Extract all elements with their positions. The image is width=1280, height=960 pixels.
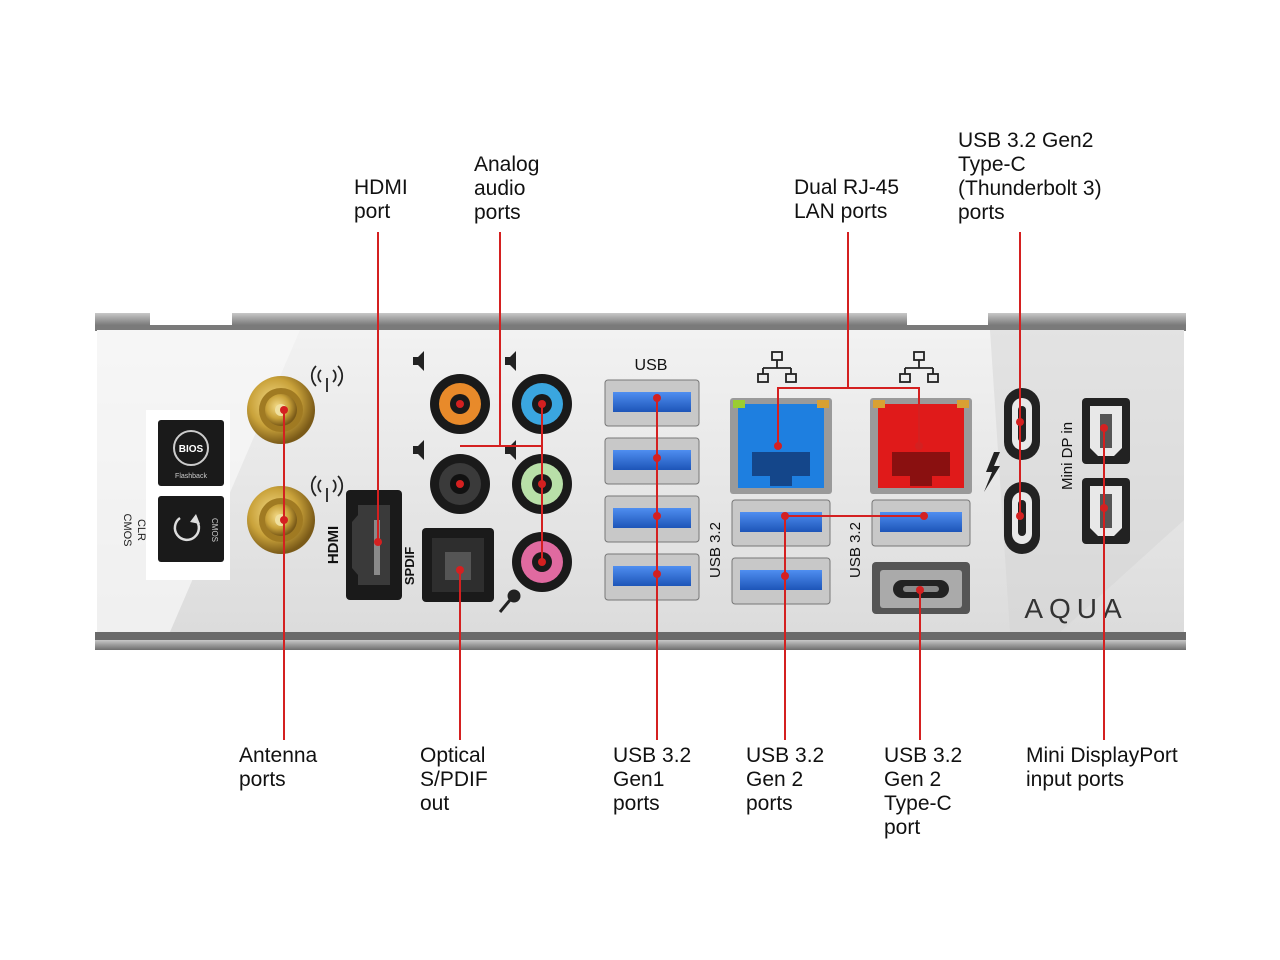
usb-top-label: USB: [635, 357, 668, 374]
usb-gen1-ports: [604, 379, 700, 601]
usb-gen1-port-2[interactable]: [604, 437, 700, 485]
usb-gen1-port-4[interactable]: [604, 553, 700, 601]
callout-analog-audio-ports: Analog audio ports: [474, 153, 540, 224]
optical-spdif-port[interactable]: [422, 528, 494, 602]
usb-gen2-port-1[interactable]: [731, 499, 831, 547]
callout-hdmi-port: HDMI port: [354, 176, 408, 223]
usb-gen2-port-3[interactable]: [871, 499, 971, 547]
shield-bottom-edge: [95, 632, 1186, 650]
shield-top-edge: [95, 313, 1186, 331]
flashback-label: Flashback: [175, 473, 207, 480]
callout-usb-gen1-ports: USB 3.2 Gen1 ports: [613, 744, 692, 815]
callout-dual-rj45-lan-ports: Dual RJ-45 LAN ports: [794, 176, 900, 223]
network-icon-2: [899, 351, 939, 383]
usb-gen2-port-2[interactable]: [731, 557, 831, 605]
wifi-antenna-icon-2: [310, 475, 344, 502]
usb-gen1-port-1[interactable]: [604, 379, 700, 427]
lan-port-blue[interactable]: [730, 398, 832, 494]
usb-gen1-port-3[interactable]: [604, 495, 700, 543]
hdmi-port[interactable]: [346, 490, 402, 600]
callout-usb-gen2-ports: USB 3.2 Gen 2 ports: [746, 744, 825, 815]
callout-usb-type-c-port: USB 3.2 Gen 2 Type-C port: [884, 744, 963, 839]
callout-antenna-ports: Antenna ports: [239, 744, 318, 791]
bios-flashback-button[interactable]: BIOS Flashback: [158, 420, 224, 486]
bios-button-label: BIOS: [179, 444, 204, 455]
usb32-right-label: USB 3.2: [847, 522, 864, 578]
cmos-button-label: CMOS: [210, 518, 219, 542]
hdmi-panel-label: HDMI: [325, 526, 342, 564]
callout-mini-displayport-ports: Mini DisplayPort input ports: [1026, 744, 1178, 791]
callout-thunderbolt-ports: USB 3.2 Gen2 Type-C (Thunderbolt 3) port…: [958, 129, 1102, 224]
callout-optical-spdif-out: Optical S/PDIF out: [420, 744, 488, 815]
mini-dp-in-label: Mini DP in: [1059, 422, 1076, 490]
microphone-icon: [498, 589, 521, 613]
clr-cmos-label: CLRCMOS: [121, 514, 147, 547]
usb32-left-label: USB 3.2: [707, 522, 724, 578]
speaker-icon: [413, 351, 516, 460]
network-icon: [757, 351, 797, 383]
spdif-panel-label: SPDIF: [402, 547, 417, 585]
wifi-antenna-icon: [310, 365, 344, 392]
clear-cmos-button[interactable]: CMOS: [158, 496, 224, 562]
aqua-brand-logo: AQUA: [1024, 593, 1127, 624]
thunderbolt-icon: [984, 452, 1000, 492]
callout-dots: [280, 394, 1108, 594]
callout-lines: [283, 232, 1105, 740]
